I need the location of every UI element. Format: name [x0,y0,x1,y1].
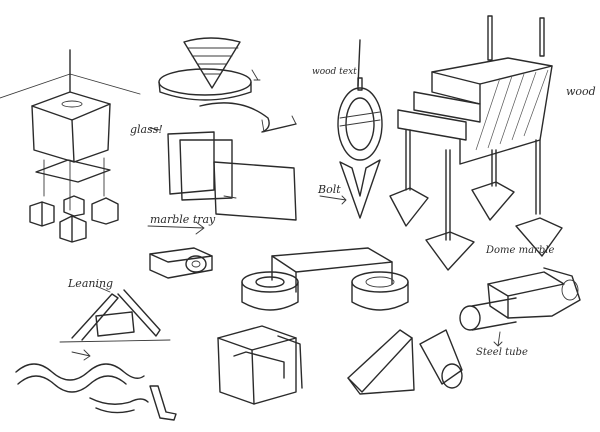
ramp-tube-sketch [347,329,463,395]
funnel-disc-sketch [158,37,297,133]
ribbon-hose-sketch [15,349,177,421]
marble-tray-sketch [147,221,213,279]
annotation-bolt: Bolt [318,183,341,196]
annotation-dome-marble: Dome marble [486,245,555,256]
annotation-glass: glass! [130,123,163,136]
low-table-drums-sketch [241,247,409,311]
annotation-steel-tube: Steel tube [476,347,528,358]
glass-panels-sketch [149,127,297,221]
leaning-frame-sketch [59,285,171,343]
box-steps-sketch [217,325,303,405]
wood-ring-pendant-sketch [319,39,383,219]
hanging-cube-sketch [0,49,141,243]
annotation-marble-tray: marble tray [150,213,216,226]
annotation-wood-text: wood text [312,67,357,77]
annotation-wood: wood [566,85,596,98]
staircase-stand-sketch [389,15,563,271]
annotation-leaning: Leaning [68,277,114,290]
dome-tube-sketch [459,267,581,347]
